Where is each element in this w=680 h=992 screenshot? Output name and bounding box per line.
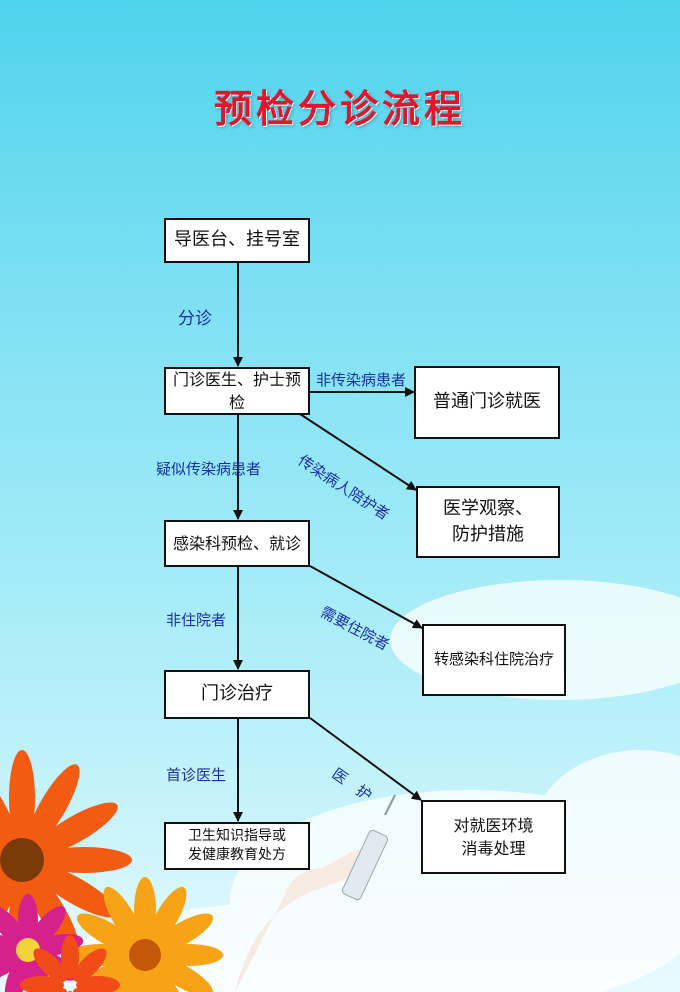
orange-flower-small: [20, 935, 120, 992]
node-disinfect-line1: 对就医环境: [453, 815, 534, 835]
node-transfer-inpatient: 转感染科住院治疗: [422, 624, 566, 696]
node-outpatient-treatment: 门诊治疗: [164, 670, 310, 719]
node-observation-line2: 防护措施: [452, 524, 524, 545]
orange-flower: [0, 750, 132, 970]
arrow-outpatient-to-disinfect: [309, 717, 422, 801]
arrow-prescreen-to-observation: [299, 413, 417, 491]
label-non-hospital: 非住院者: [166, 611, 227, 629]
node-outpatient-treatment-text: 门诊治疗: [201, 683, 273, 705]
node-observation: 医学观察、 防护措施: [416, 486, 560, 558]
hand-syringe-illustration: [235, 794, 396, 992]
arrow-infection-to-transfer: [309, 565, 423, 629]
node-general-clinic-text: 普通门诊就医: [433, 391, 541, 413]
node-health-line1: 卫生知识指导或: [188, 828, 286, 845]
label-first-doctor: 首诊医生: [166, 766, 227, 784]
label-suspected: 疑似传染病患者: [156, 460, 262, 478]
node-guide-desk-text: 导医台、挂号室: [174, 229, 300, 251]
node-health-guidance: 卫生知识指导或 发健康教育处方: [164, 822, 310, 870]
node-infection-dept-text: 感染科预检、就诊: [172, 533, 301, 553]
page-title: 预检分诊流程: [213, 86, 466, 131]
node-disinfect: 对就医环境 消毒处理: [421, 800, 566, 874]
node-general-clinic: 普通门诊就医: [414, 366, 560, 439]
node-disinfect-line2: 消毒处理: [461, 839, 526, 858]
node-infection-dept: 感染科预检、就诊: [164, 520, 310, 567]
node-prescreen-text: 门诊医生、护士预检: [172, 369, 301, 412]
node-prescreen: 门诊医生、护士预检: [164, 367, 310, 415]
label-non-infectious: 非传染病患者: [316, 371, 407, 389]
yellow-flower: [67, 877, 223, 992]
node-guide-desk: 导医台、挂号室: [164, 218, 310, 263]
label-triage: 分诊: [178, 309, 212, 329]
node-health-line2: 发健康教育处方: [188, 847, 286, 863]
node-observation-line1: 医学观察、: [443, 497, 533, 519]
node-transfer-inpatient-text: 转感染科住院治疗: [433, 650, 554, 669]
